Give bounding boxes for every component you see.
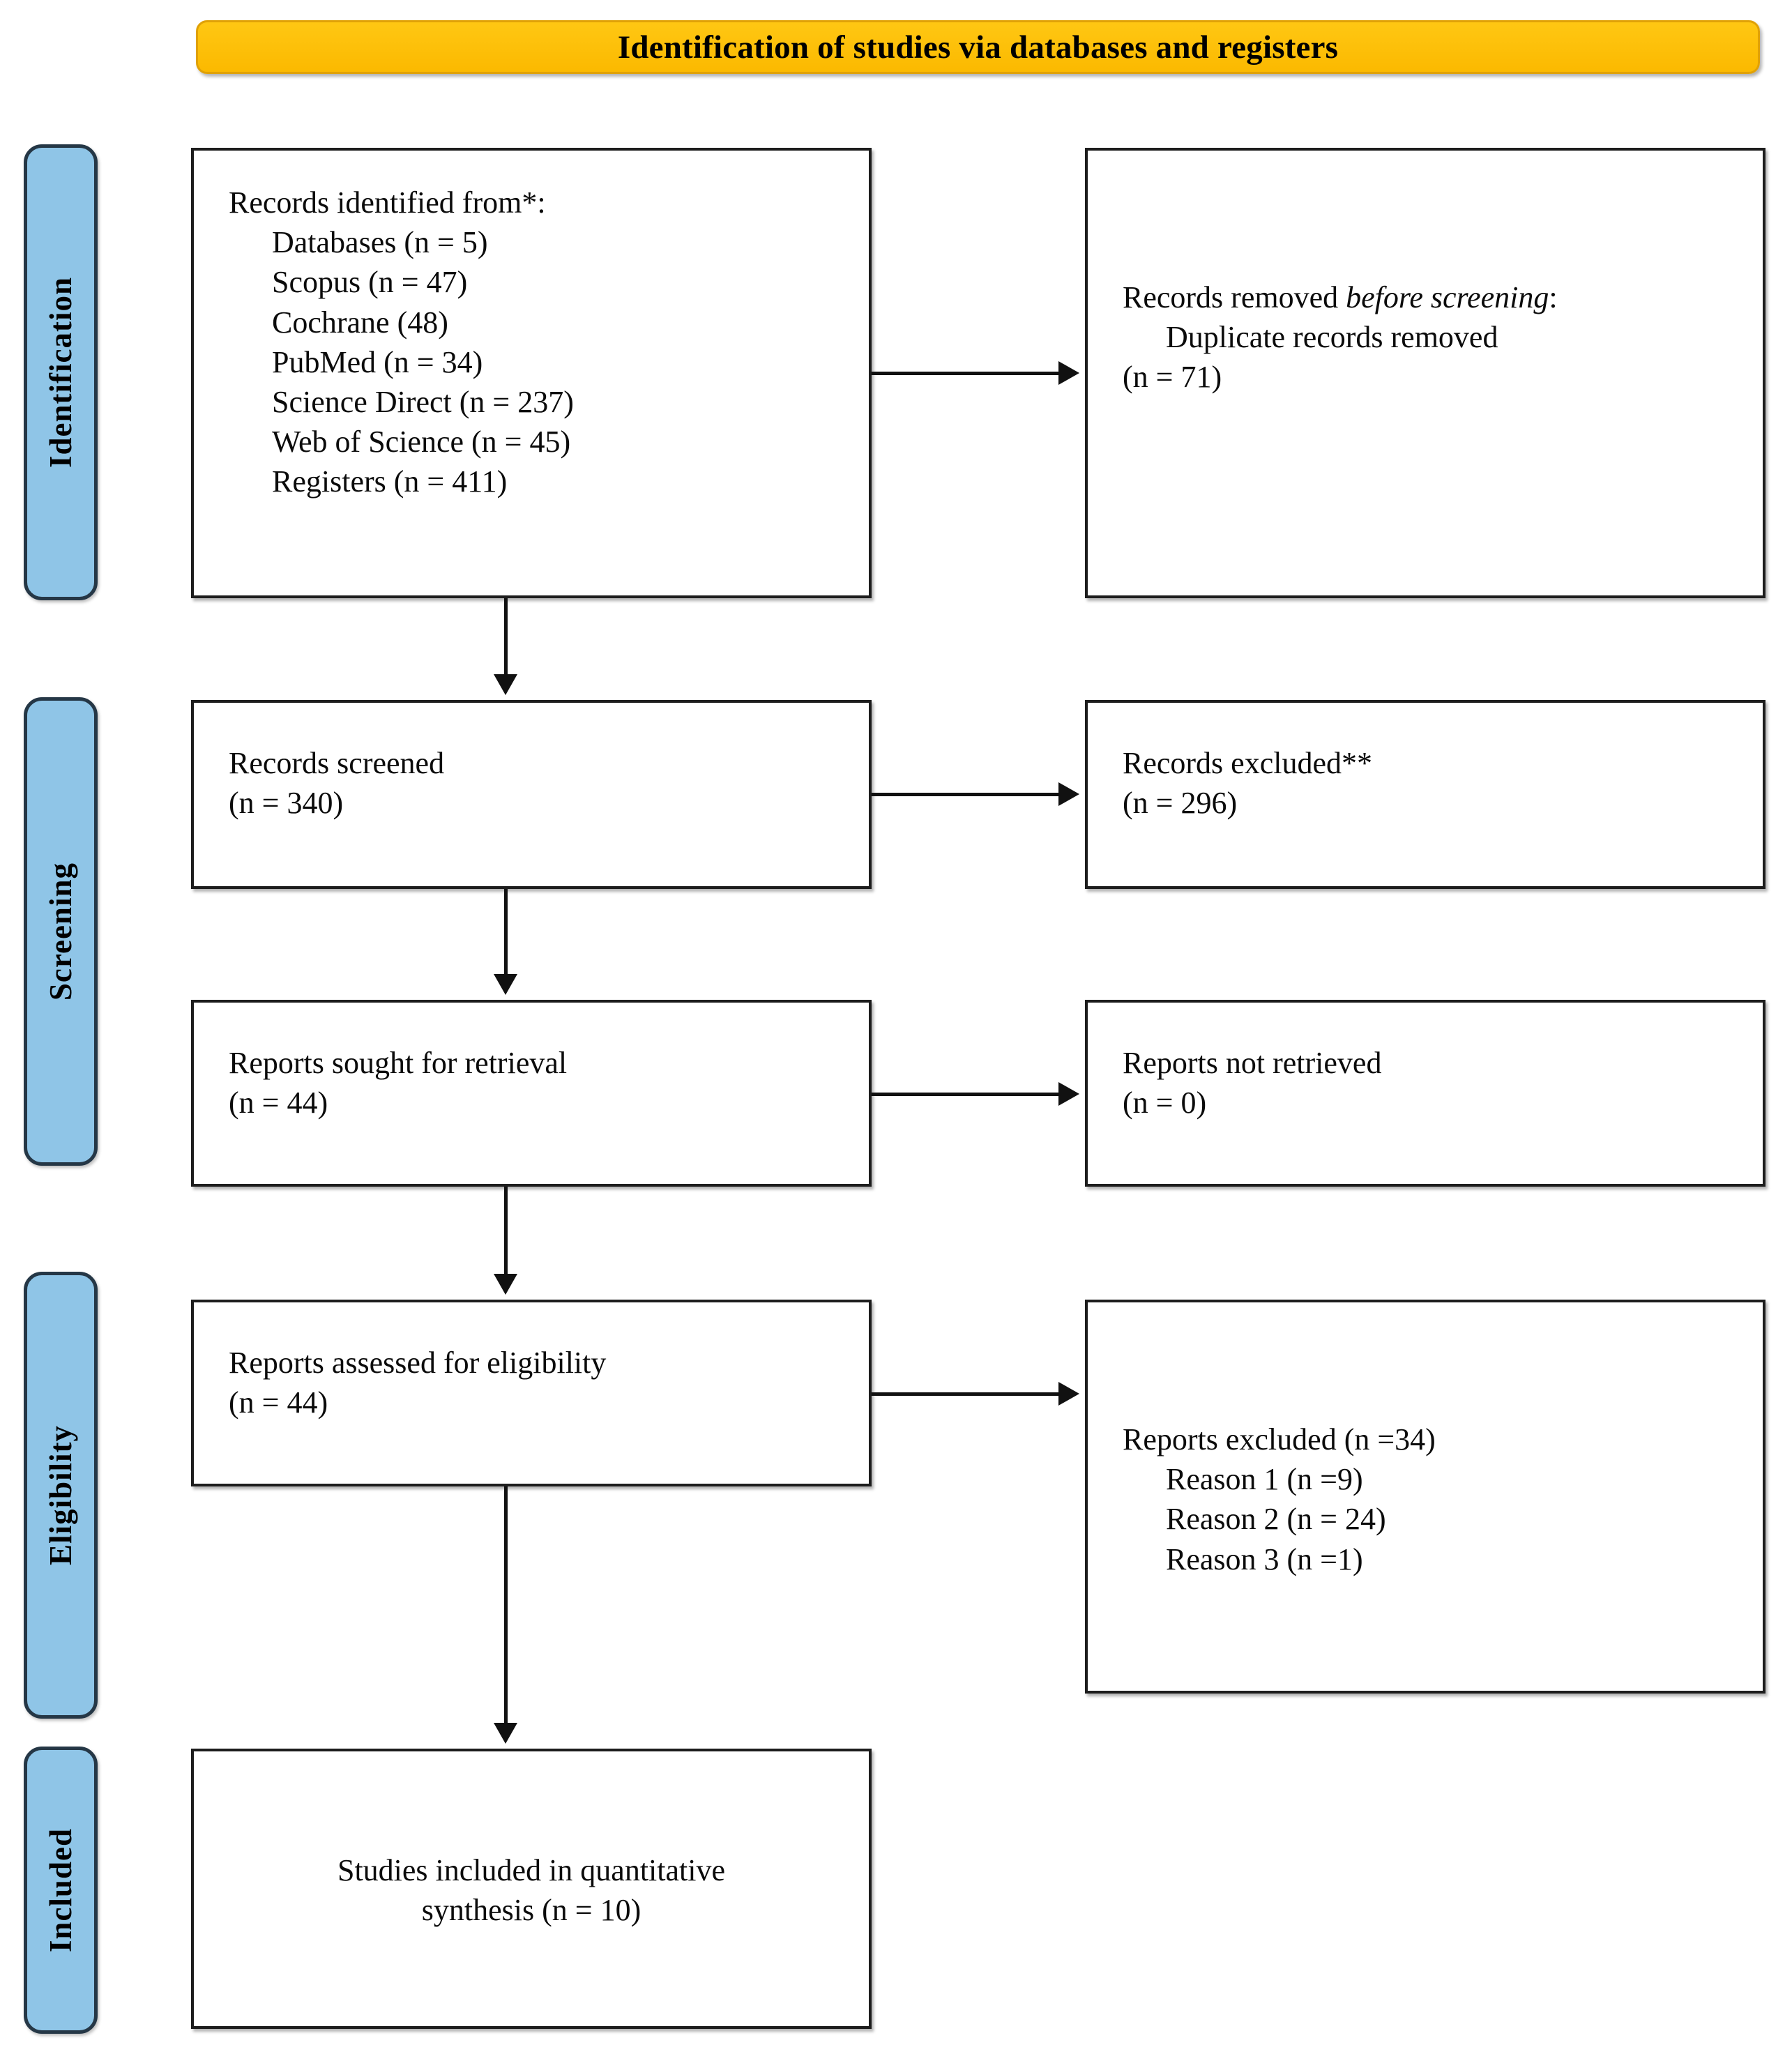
- box-studies-included-text: Studies included in quantitative synthes…: [215, 1850, 848, 1930]
- records-removed-count: (n = 71): [1123, 360, 1222, 395]
- studies-included-line2: synthesis (n = 10): [421, 1893, 641, 1928]
- records-excluded-line2: (n = 296): [1123, 786, 1238, 821]
- box-records-screened-text: Records screened (n = 340): [229, 743, 851, 823]
- box-records-removed-text: Records removed before screening: Duplic…: [1123, 277, 1745, 397]
- records-removed-item-0: Duplicate records removed: [1166, 320, 1498, 355]
- arrowhead-down-icon: [494, 1274, 517, 1295]
- connector-screened-to-sought: [504, 889, 508, 979]
- box-records-identified-text: Records identified from*: Databases (n =…: [229, 183, 851, 502]
- arrowhead-right-icon: [1058, 1382, 1079, 1406]
- arrowhead-right-icon: [1058, 1082, 1079, 1106]
- arrowhead-down-icon: [494, 1723, 517, 1744]
- reports-excluded-item-2: Reason 3 (n =1): [1166, 1542, 1363, 1576]
- records-identified-item-0: Databases (n = 5): [272, 225, 488, 260]
- phase-label-screening-text: Screening: [43, 862, 78, 1001]
- reports-not-retrieved-line1: Reports not retrieved: [1123, 1046, 1382, 1080]
- records-screened-line1: Records screened: [229, 746, 445, 780]
- studies-included-line1: Studies included in quantitative: [337, 1853, 725, 1887]
- arrowhead-down-icon: [494, 974, 517, 995]
- arrowhead-right-icon: [1058, 782, 1079, 806]
- reports-assessed-line2: (n = 44): [229, 1385, 328, 1420]
- connector-identified-to-removed: [872, 372, 1063, 375]
- phase-label-identification-text: Identification: [43, 276, 78, 468]
- box-records-identified: Records identified from*: Databases (n =…: [191, 148, 872, 598]
- phase-label-eligibility: Eligibility: [24, 1272, 98, 1719]
- reports-excluded-item-0: Reason 1 (n =9): [1166, 1462, 1363, 1497]
- reports-sought-line2: (n = 44): [229, 1086, 328, 1120]
- connector-identified-to-screened: [504, 598, 508, 679]
- records-identified-heading: Records identified from*:: [229, 185, 546, 220]
- phase-label-identification: Identification: [24, 144, 98, 600]
- connector-assessed-to-excluded: [872, 1392, 1063, 1396]
- reports-excluded-heading: Reports excluded (n =34): [1123, 1422, 1436, 1456]
- connector-assessed-to-included: [504, 1486, 508, 1728]
- phase-label-screening: Screening: [24, 697, 98, 1166]
- reports-sought-line1: Reports sought for retrieval: [229, 1046, 568, 1080]
- reports-assessed-line1: Reports assessed for eligibility: [229, 1346, 607, 1380]
- arrowhead-right-icon: [1058, 361, 1079, 385]
- banner-title: Identification of studies via databases …: [617, 29, 1339, 66]
- connector-sought-to-notretrieved: [872, 1093, 1063, 1096]
- records-identified-item-4: Science Direct (n = 237): [272, 384, 574, 419]
- box-records-screened: Records screened (n = 340): [191, 700, 872, 889]
- box-records-removed: Records removed before screening: Duplic…: [1085, 148, 1766, 598]
- box-reports-sought-text: Reports sought for retrieval (n = 44): [229, 1043, 851, 1123]
- box-reports-not-retrieved-text: Reports not retrieved (n = 0): [1123, 1043, 1745, 1123]
- box-reports-sought: Reports sought for retrieval (n = 44): [191, 1000, 872, 1187]
- arrowhead-down-icon: [494, 674, 517, 695]
- records-removed-heading-italic: before screening: [1346, 280, 1549, 314]
- records-identified-item-5: Web of Science (n = 45): [272, 425, 571, 459]
- box-records-excluded-text: Records excluded** (n = 296): [1123, 743, 1745, 823]
- box-studies-included: Studies included in quantitative synthes…: [191, 1749, 872, 2029]
- records-identified-item-2: Cochrane (48): [272, 305, 448, 340]
- box-reports-assessed-text: Reports assessed for eligibility (n = 44…: [229, 1343, 851, 1422]
- records-identified-item-6: Registers (n = 411): [272, 464, 508, 499]
- records-removed-heading-before: Records removed: [1123, 280, 1346, 314]
- phase-label-included-text: Included: [43, 1827, 78, 1953]
- records-screened-line2: (n = 340): [229, 786, 344, 821]
- box-records-excluded: Records excluded** (n = 296): [1085, 700, 1766, 889]
- phase-label-included: Included: [24, 1747, 98, 2034]
- records-identified-item-1: Scopus (n = 47): [272, 265, 468, 300]
- diagram-banner: Identification of studies via databases …: [196, 20, 1760, 74]
- records-excluded-line1: Records excluded**: [1123, 746, 1372, 780]
- phase-label-eligibility-text: Eligibility: [43, 1424, 78, 1566]
- box-reports-not-retrieved: Reports not retrieved (n = 0): [1085, 1000, 1766, 1187]
- box-reports-assessed: Reports assessed for eligibility (n = 44…: [191, 1300, 872, 1486]
- connector-sought-to-assessed: [504, 1187, 508, 1279]
- connector-screened-to-excluded: [872, 793, 1063, 796]
- reports-excluded-item-1: Reason 2 (n = 24): [1166, 1502, 1386, 1537]
- box-reports-excluded-text: Reports excluded (n =34) Reason 1 (n =9)…: [1123, 1420, 1745, 1579]
- records-identified-item-3: PubMed (n = 34): [272, 344, 483, 379]
- box-reports-excluded: Reports excluded (n =34) Reason 1 (n =9)…: [1085, 1300, 1766, 1694]
- reports-not-retrieved-line2: (n = 0): [1123, 1086, 1207, 1120]
- records-removed-heading-after: :: [1549, 280, 1558, 314]
